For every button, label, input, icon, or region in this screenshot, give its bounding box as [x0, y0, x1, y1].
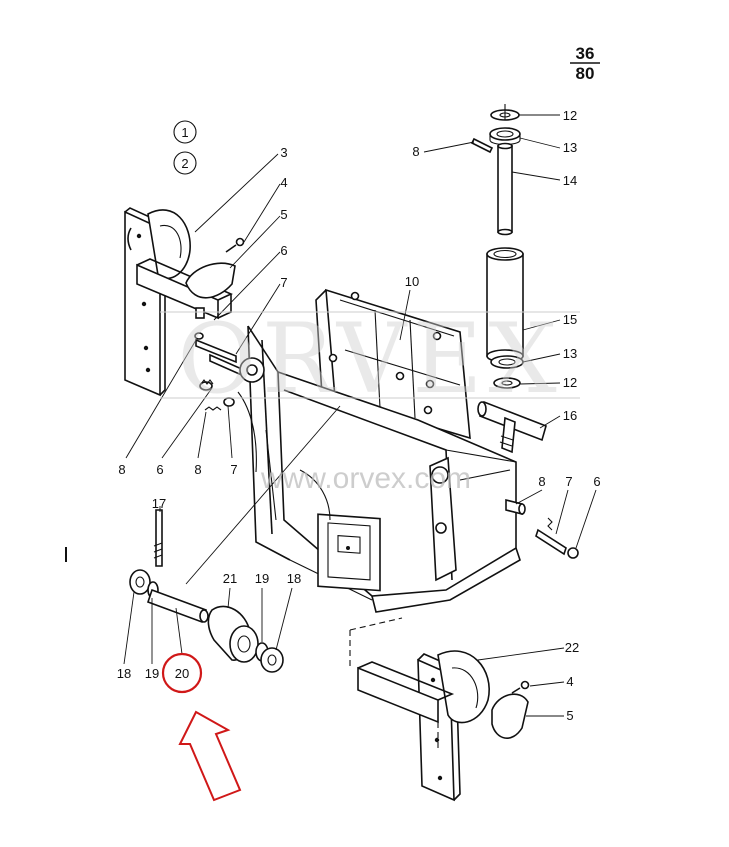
callout-17: 17: [152, 496, 166, 511]
callout-8: 8: [412, 144, 419, 159]
callout-3: 3: [280, 145, 287, 160]
callout-13: 13: [563, 140, 577, 155]
callout-18: 18: [117, 666, 131, 681]
watermark: ORVEX www.orvex.com: [160, 303, 580, 495]
highlight-circle: [161, 652, 203, 694]
main-frame: [237, 288, 521, 613]
callout-12: 12: [563, 375, 577, 390]
variant-2: 2: [181, 156, 188, 171]
assembly-lines: [185, 405, 439, 748]
callout-14: 14: [563, 173, 577, 188]
callout-labels: 3 4 5 6 7 8 6 8 7 10 8 12 13 14 15 13 12…: [117, 108, 601, 723]
callout-21: 21: [223, 571, 237, 586]
leader-lines: [123, 114, 597, 717]
post-assembly: [470, 104, 547, 454]
variant-markers: 1 2: [173, 120, 197, 175]
callout-8: 8: [194, 462, 201, 477]
callout-4: 4: [280, 175, 287, 190]
page-number-bottom: 80: [576, 64, 595, 83]
callout-6: 6: [280, 243, 287, 258]
callout-6: 6: [593, 474, 600, 489]
callout-18: 18: [287, 571, 301, 586]
callout-22: 22: [565, 640, 579, 655]
callout-10: 10: [405, 274, 419, 289]
callout-6: 6: [156, 462, 163, 477]
part-highlight: [161, 652, 242, 802]
lower-mount-bracket: [357, 650, 530, 802]
callout-15: 15: [563, 312, 577, 327]
callout-8: 8: [118, 462, 125, 477]
roller-assembly: [129, 509, 284, 673]
callout-7: 7: [565, 474, 572, 489]
callout-7: 7: [280, 275, 287, 290]
callout-19: 19: [145, 666, 159, 681]
callout-5: 5: [566, 708, 573, 723]
highlight-arrow: [178, 710, 242, 802]
callout-7: 7: [230, 462, 237, 477]
callout-13: 13: [563, 346, 577, 361]
callout-20: 20: [175, 666, 189, 681]
watermark-url: www.orvex.com: [260, 462, 471, 495]
watermark-logo: ORVEX: [177, 303, 562, 415]
left-mount-bracket: [124, 207, 245, 397]
callout-19: 19: [255, 571, 269, 586]
right-pins: [505, 498, 579, 559]
callout-5: 5: [280, 207, 287, 222]
callout-8: 8: [538, 474, 545, 489]
variant-1: 1: [181, 125, 188, 140]
callout-16: 16: [563, 408, 577, 423]
page-number-top: 36: [576, 44, 595, 63]
callout-4: 4: [566, 674, 573, 689]
callout-12: 12: [563, 108, 577, 123]
page-number: 36 80: [570, 44, 600, 83]
